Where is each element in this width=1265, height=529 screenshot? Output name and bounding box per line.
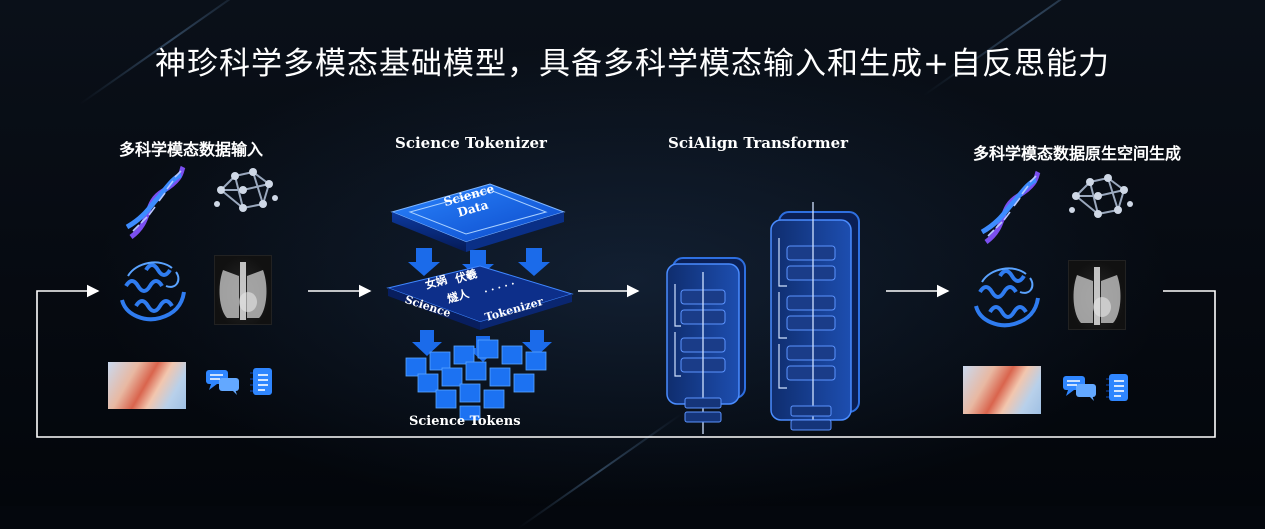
chat-bubbles-icon [1063,376,1096,401]
science-data-plate [390,183,566,252]
dna-icon [980,170,1041,245]
protein-structure-icon [120,261,186,322]
climate-heatmap-image [963,366,1041,414]
tokenizer-section-title: Science Tokenizer [395,134,547,152]
tokenizer-layer [386,265,574,330]
transformer-graphic [666,202,860,434]
chest-xray-image [214,255,272,325]
protein-structure-icon [974,267,1040,328]
science-tokens-label: Science Tokens [409,414,521,429]
chest-xray-image [1068,260,1126,330]
molecule-icon [1069,174,1133,218]
molecule-icon [214,168,278,212]
science-token-cubes [405,339,547,421]
input-section-title: 多科学模态数据输入 [119,140,264,159]
document-icon [250,368,272,395]
flow-arrows [36,284,1216,438]
background [0,0,1265,506]
tokenizer-graphic [386,183,574,421]
transformer-block-small [666,257,746,434]
output-section-title: 多科学模态数据原生空间生成 [973,144,1182,163]
transformer-block-large [770,202,860,431]
page-title: 神珍科学多模态基础模型，具备多科学模态输入和生成+自反思能力 [155,46,1110,82]
dna-icon [125,165,186,240]
document-icon [1106,374,1128,401]
climate-heatmap-image [108,362,186,409]
chat-bubbles-icon [206,370,239,395]
transformer-section-title: SciAlign Transformer [668,134,849,152]
feedback-loop-arrow [36,284,1216,438]
